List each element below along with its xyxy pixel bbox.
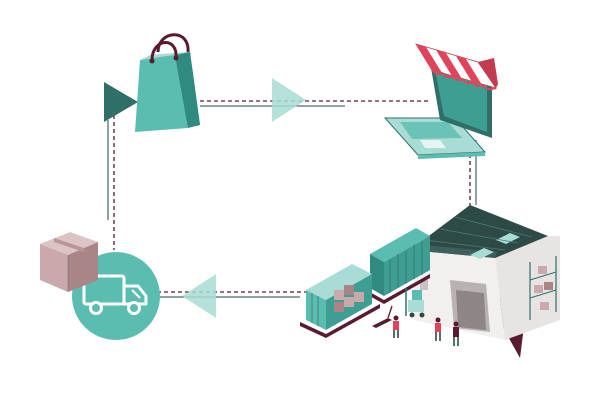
worker-figure — [393, 315, 399, 338]
forklift-icon — [405, 288, 425, 318]
shipping-container-back — [366, 228, 430, 304]
shipping-container-front — [300, 264, 380, 338]
delivery-truck-icon — [82, 274, 148, 315]
arrow-from-delivery-icon — [104, 82, 138, 122]
cargo-boxes — [334, 285, 364, 312]
arrow-left-icon — [182, 274, 216, 318]
worker-figure — [453, 321, 459, 346]
flow-connectors — [107, 100, 477, 298]
warehouse-icon — [410, 205, 560, 340]
store-awning — [415, 43, 498, 90]
arrow-right-icon — [272, 78, 306, 122]
package-box-icon — [40, 232, 98, 292]
warehouse-shelves — [529, 256, 557, 320]
laptop-store-icon — [383, 43, 498, 159]
worker-figure — [435, 317, 441, 341]
pallet-jack-icon — [372, 305, 393, 328]
shopping-bag-icon — [135, 33, 200, 132]
